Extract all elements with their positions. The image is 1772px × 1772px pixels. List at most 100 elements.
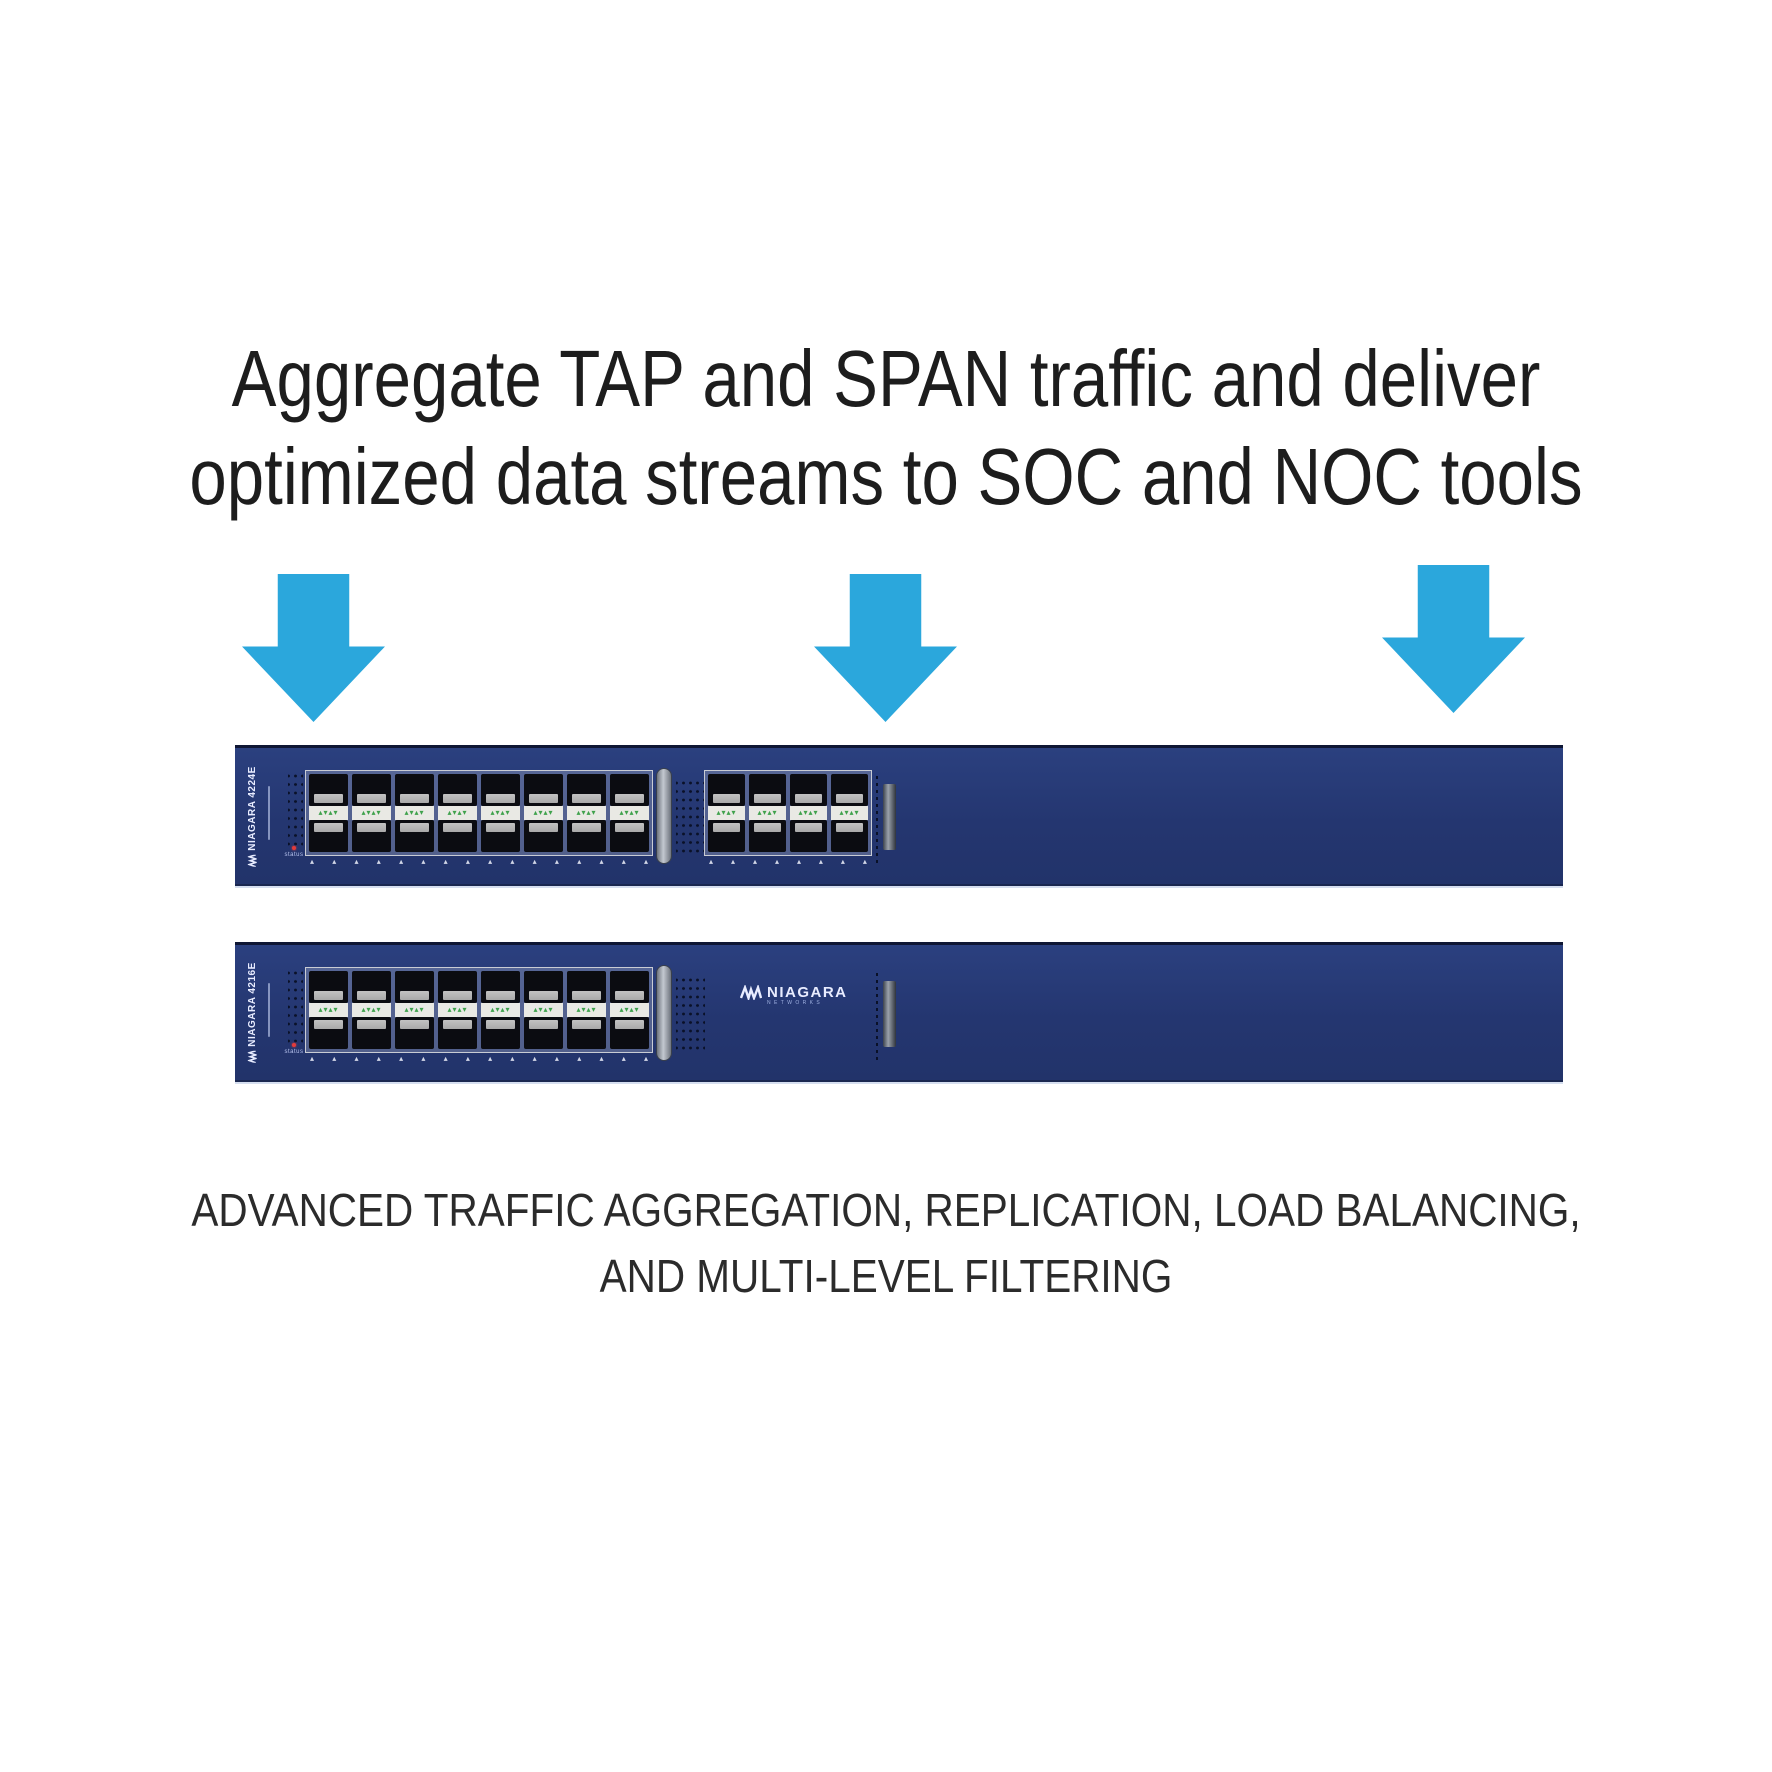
port-number-mark: ▴ bbox=[399, 857, 404, 866]
port-cage bbox=[524, 820, 563, 852]
port-cage bbox=[708, 774, 745, 806]
port-cage bbox=[610, 1017, 649, 1049]
port-number-mark: ▴ bbox=[443, 857, 448, 866]
model-label-text: NIAGARA 4224E bbox=[246, 765, 258, 851]
port-number-mark: ▴ bbox=[532, 857, 537, 866]
port-cage bbox=[395, 971, 434, 1003]
port-number-mark: ▴ bbox=[599, 1054, 604, 1063]
port-cage bbox=[790, 774, 827, 806]
port-cage bbox=[567, 971, 606, 1003]
caption-line-1: ADVANCED TRAFFIC AGGREGATION, REPLICATIO… bbox=[191, 1184, 1581, 1236]
status-led bbox=[292, 1043, 296, 1047]
port-number-mark: ▴ bbox=[376, 1054, 381, 1063]
port-cage bbox=[309, 820, 348, 852]
qsfp-port: ▴▾▴▾ bbox=[524, 774, 563, 852]
qsfp-port: ▴▾▴▾ bbox=[438, 971, 477, 1049]
status-indicator: status bbox=[279, 846, 309, 858]
panel-handle-bar bbox=[883, 981, 896, 1047]
port-label-strip: ▴▾▴▾ bbox=[395, 1003, 434, 1017]
port-number-mark: ▴ bbox=[443, 1054, 448, 1063]
headline-line-2: optimized data streams to SOC and NOC to… bbox=[189, 432, 1583, 521]
port-number-mark: ▴ bbox=[554, 857, 559, 866]
caption-line-2: AND MULTI-LEVEL FILTERING bbox=[599, 1250, 1173, 1302]
qsfp-port: ▴▾▴▾ bbox=[831, 774, 868, 852]
port-number-mark: ▴ bbox=[554, 1054, 559, 1063]
port-cage bbox=[481, 774, 520, 806]
port-number-mark: ▴ bbox=[621, 857, 626, 866]
port-number-mark: ▴ bbox=[796, 857, 801, 866]
qsfp-port: ▴▾▴▾ bbox=[481, 774, 520, 852]
panel-handle-bar bbox=[883, 784, 896, 850]
port-cage bbox=[395, 820, 434, 852]
headline-line-1: Aggregate TAP and SPAN traffic and deliv… bbox=[231, 334, 1541, 423]
port-label-strip: ▴▾▴▾ bbox=[610, 806, 649, 820]
status-label: status bbox=[284, 852, 304, 858]
port-number-mark: ▴ bbox=[577, 857, 582, 866]
port-cage bbox=[395, 774, 434, 806]
model-label-text: NIAGARA 4216E bbox=[246, 962, 258, 1047]
port-number-mark: ▴ bbox=[730, 857, 735, 866]
port-cage bbox=[352, 820, 391, 852]
qsfp-port: ▴▾▴▾ bbox=[438, 774, 477, 852]
port-number-mark: ▴ bbox=[774, 857, 779, 866]
qsfp-port: ▴▾▴▾ bbox=[610, 774, 649, 852]
port-cage bbox=[708, 820, 745, 852]
port-number-mark: ▴ bbox=[818, 857, 823, 866]
port-label-strip: ▴▾▴▾ bbox=[309, 806, 348, 820]
port-number-mark: ▴ bbox=[310, 1054, 315, 1063]
port-cage bbox=[352, 1017, 391, 1049]
vent-holes bbox=[288, 770, 303, 850]
port-cage bbox=[438, 971, 477, 1003]
port-cage bbox=[352, 774, 391, 806]
port-cage bbox=[524, 971, 563, 1003]
port-number-markers: ▴▴▴▴▴▴▴▴▴▴▴▴▴▴▴▴ bbox=[305, 856, 653, 868]
qsfp-port: ▴▾▴▾ bbox=[610, 971, 649, 1049]
port-cage bbox=[610, 774, 649, 806]
down-arrow-icon bbox=[1382, 565, 1525, 713]
port-label-strip: ▴▾▴▾ bbox=[481, 1003, 520, 1017]
qsfp-port: ▴▾▴▾ bbox=[309, 774, 348, 852]
vent-holes bbox=[676, 780, 705, 854]
qsfp-port: ▴▾▴▾ bbox=[309, 971, 348, 1049]
port-cage bbox=[524, 1017, 563, 1049]
port-number-markers: ▴▴▴▴▴▴▴▴▴▴▴▴▴▴▴▴ bbox=[305, 1053, 653, 1065]
port-cage bbox=[395, 1017, 434, 1049]
port-block: ▴▾▴▾▴▾▴▾▴▾▴▾▴▾▴▾ bbox=[704, 770, 872, 856]
port-number-mark: ▴ bbox=[421, 1054, 426, 1063]
port-label-strip: ▴▾▴▾ bbox=[749, 806, 786, 820]
brand-name: NIAGARA bbox=[767, 984, 848, 1001]
port-number-mark: ▴ bbox=[599, 857, 604, 866]
qsfp-port: ▴▾▴▾ bbox=[790, 774, 827, 852]
port-number-mark: ▴ bbox=[465, 1054, 470, 1063]
port-label-strip: ▴▾▴▾ bbox=[309, 1003, 348, 1017]
panel-groove bbox=[268, 786, 270, 840]
port-label-strip: ▴▾▴▾ bbox=[352, 806, 391, 820]
qsfp-port: ▴▾▴▾ bbox=[524, 971, 563, 1049]
port-cage bbox=[524, 774, 563, 806]
qsfp-port: ▴▾▴▾ bbox=[395, 774, 434, 852]
port-cage bbox=[309, 774, 348, 806]
port-block: ▴▾▴▾▴▾▴▾▴▾▴▾▴▾▴▾▴▾▴▾▴▾▴▾▴▾▴▾▴▾▴▾ bbox=[305, 770, 653, 856]
qsfp-port: ▴▾▴▾ bbox=[708, 774, 745, 852]
port-label-strip: ▴▾▴▾ bbox=[481, 806, 520, 820]
qsfp-port: ▴▾▴▾ bbox=[352, 971, 391, 1049]
qsfp-port: ▴▾▴▾ bbox=[749, 774, 786, 852]
down-arrow-icon bbox=[814, 574, 957, 722]
port-cage bbox=[481, 1017, 520, 1049]
headline: Aggregate TAP and SPAN traffic and deliv… bbox=[142, 330, 1630, 526]
port-label-strip: ▴▾▴▾ bbox=[438, 1003, 477, 1017]
port-number-mark: ▴ bbox=[643, 857, 648, 866]
port-cage bbox=[352, 971, 391, 1003]
port-label-strip: ▴▾▴▾ bbox=[610, 1003, 649, 1017]
port-number-mark: ▴ bbox=[310, 857, 315, 866]
caption: ADVANCED TRAFFIC AGGREGATION, REPLICATIO… bbox=[106, 1177, 1665, 1309]
port-cage bbox=[831, 820, 868, 852]
port-number-mark: ▴ bbox=[354, 857, 359, 866]
port-block: ▴▾▴▾▴▾▴▾▴▾▴▾▴▾▴▾▴▾▴▾▴▾▴▾▴▾▴▾▴▾▴▾ bbox=[305, 967, 653, 1053]
port-cage bbox=[309, 971, 348, 1003]
port-cage bbox=[790, 820, 827, 852]
niagara-logo-icon bbox=[246, 853, 259, 868]
port-number-mark: ▴ bbox=[643, 1054, 648, 1063]
port-cage bbox=[438, 1017, 477, 1049]
